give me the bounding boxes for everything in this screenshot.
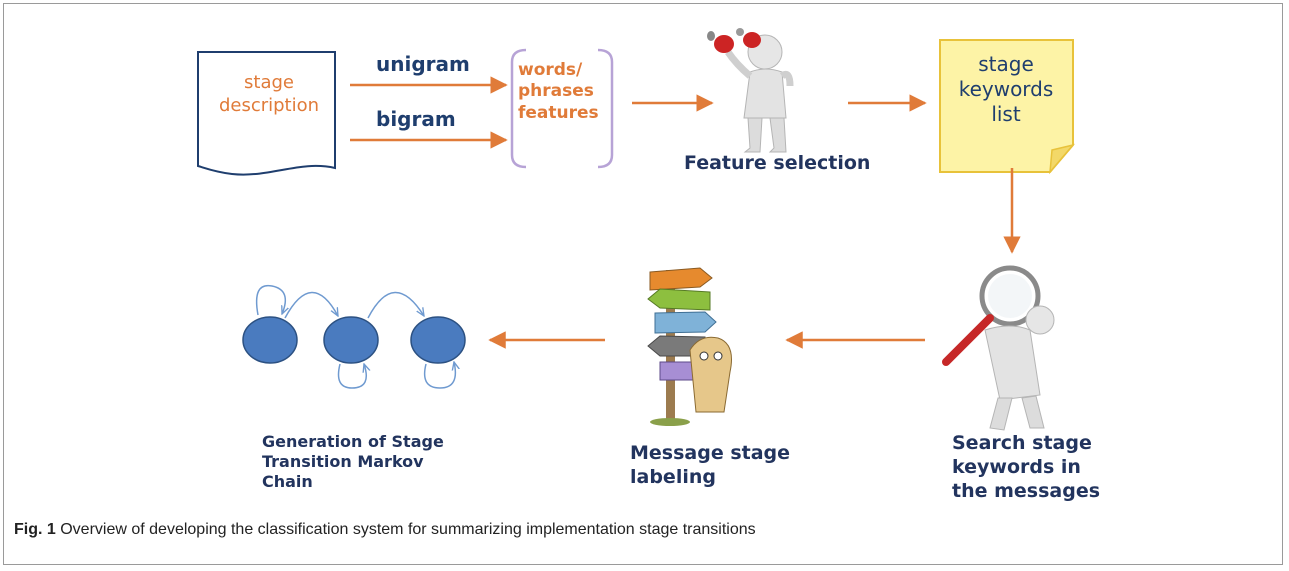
message-labeling-label: Message stage labeling bbox=[630, 442, 791, 488]
bracket-left bbox=[510, 48, 527, 169]
markov-loop-3 bbox=[423, 362, 456, 389]
figure-frame bbox=[3, 3, 1283, 565]
features-label: words/ phrases features bbox=[518, 60, 599, 123]
caption-text: Overview of developing the classificatio… bbox=[55, 521, 756, 538]
document-icon bbox=[197, 51, 336, 176]
keywords-list-label: stage keywords list bbox=[958, 52, 1054, 126]
figure-caption: Fig. 1 Overview of developing the classi… bbox=[14, 521, 756, 539]
markov-state-1 bbox=[242, 316, 298, 364]
stage-description-label: stage description bbox=[218, 72, 320, 116]
caption-label: Fig. 1 bbox=[14, 521, 56, 538]
markov-loop-2 bbox=[337, 364, 367, 389]
figure-with-boxing-gloves-icon bbox=[707, 28, 794, 153]
unigram-label: unigram bbox=[376, 52, 470, 76]
figure-with-magnifier-icon bbox=[942, 265, 1055, 431]
feature-selection-label: Feature selection bbox=[684, 152, 871, 174]
signpost-with-character-icon bbox=[647, 267, 732, 426]
markov-transition-1-2 bbox=[284, 291, 338, 319]
search-keywords-label: Search stage keywords in the messages bbox=[952, 432, 1101, 502]
markov-chain-label: Generation of Stage Transition Markov Ch… bbox=[262, 432, 444, 491]
markov-state-3 bbox=[410, 316, 466, 364]
bracket-right bbox=[597, 48, 614, 169]
flow-diagram bbox=[197, 28, 1076, 431]
bigram-label: bigram bbox=[376, 107, 456, 131]
markov-loop-1 bbox=[255, 284, 286, 315]
markov-state-2 bbox=[323, 316, 379, 364]
markov-transition-2-3 bbox=[367, 291, 424, 319]
